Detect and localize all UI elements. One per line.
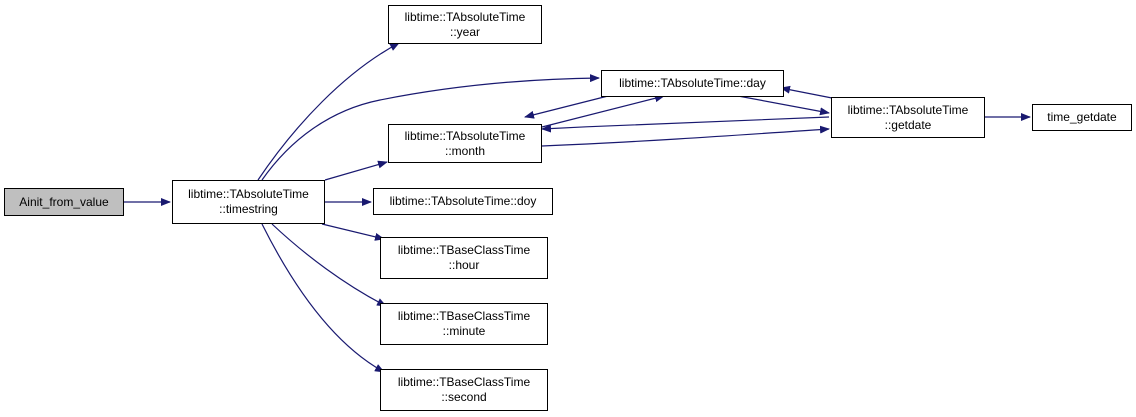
edge-timestring-to-hour (321, 223, 385, 241)
node-label-line-1: libtime::TAbsoluteTime (404, 128, 526, 143)
node-label-line-1: libtime::TAbsoluteTime::doy (389, 194, 537, 208)
edge-getdate-to-day (780, 85, 833, 99)
node-second[interactable]: libtime::TBaseClassTime ::second (380, 369, 548, 411)
node-timestring[interactable]: libtime::TAbsoluteTime ::timestring (172, 180, 325, 224)
node-label-line-2: ::month (444, 143, 486, 158)
node-label-line-1: libtime::TAbsoluteTime::day (619, 76, 766, 90)
node-year[interactable]: libtime::TAbsoluteTime ::year (388, 5, 542, 44)
edge-day-to-month (524, 95, 609, 119)
node-time-getdate[interactable]: time_getdate (1032, 104, 1132, 131)
edge-getdate-to-month (541, 116, 830, 133)
node-label-line-2: ::minute (442, 324, 486, 338)
node-label-line-1: Ainit_from_value (19, 194, 109, 209)
node-hour[interactable]: libtime::TBaseClassTime ::hour (380, 237, 548, 279)
node-label-line-1: libtime::TBaseClassTime (397, 375, 531, 389)
node-label-line-2: ::hour (448, 258, 480, 272)
edge-month-to-day (541, 94, 665, 128)
node-label-line-1: libtime::TAbsoluteTime (188, 187, 309, 201)
node-label-line-1: libtime::TAbsoluteTime (847, 102, 969, 117)
node-month[interactable]: libtime::TAbsoluteTime ::month (388, 124, 542, 163)
node-ainit-from-value[interactable]: Ainit_from_value (4, 188, 124, 216)
node-label-line-2: ::year (449, 24, 480, 39)
edge-day-to-getdate (737, 95, 830, 116)
node-label-line-1: libtime::TAbsoluteTime (404, 9, 526, 24)
node-label-line-2: ::getdate (884, 117, 932, 132)
node-label-line-2: ::timestring (219, 202, 278, 216)
edge-timestring-to-month (324, 160, 388, 181)
node-doy[interactable]: libtime::TAbsoluteTime::doy (373, 188, 553, 215)
node-label-line-1: time_getdate (1047, 110, 1117, 124)
edge-month-to-getdate (541, 125, 830, 147)
edge-timestring-to-minute (271, 223, 387, 307)
node-label-line-2: ::second (441, 390, 487, 404)
edge-timestring-to-second (261, 223, 385, 373)
node-label-line-1: libtime::TBaseClassTime (397, 243, 531, 257)
edge-timestring-to-day (261, 74, 600, 181)
node-getdate[interactable]: libtime::TAbsoluteTime ::getdate (831, 97, 985, 138)
node-minute[interactable]: libtime::TBaseClassTime ::minute (380, 303, 548, 345)
node-label-line-1: libtime::TBaseClassTime (397, 309, 531, 323)
node-day[interactable]: libtime::TAbsoluteTime::day (601, 70, 784, 97)
edge-timestring-to-year (257, 42, 400, 181)
